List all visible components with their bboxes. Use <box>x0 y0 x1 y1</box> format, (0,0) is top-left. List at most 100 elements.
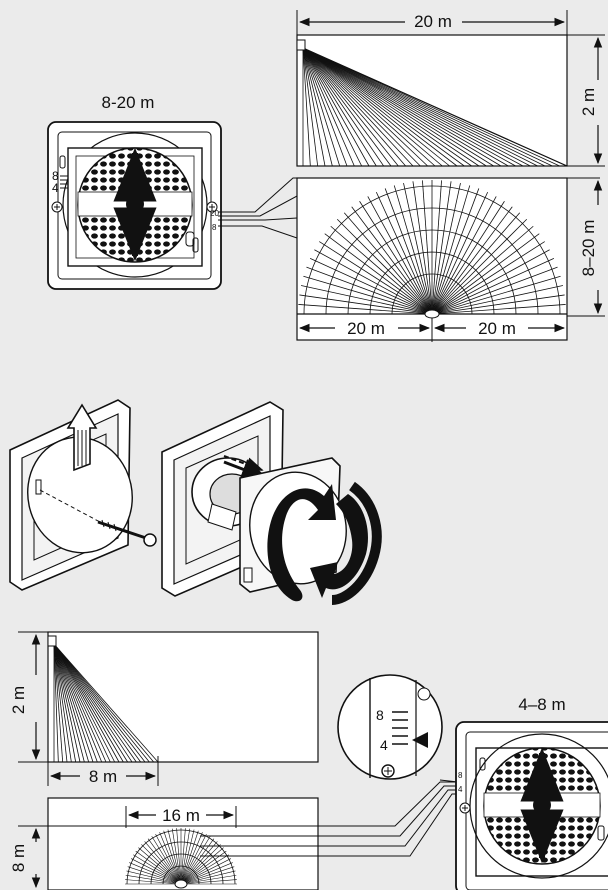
detection-ray <box>53 643 77 763</box>
lens-center-dot <box>126 195 144 213</box>
detection-ray <box>302 47 399 167</box>
detection-ray <box>302 47 443 167</box>
width-label-side-bottom: 8 m <box>89 767 117 786</box>
detection-ray <box>53 643 129 763</box>
detection-ray <box>180 874 237 885</box>
detection-ray <box>302 47 370 167</box>
svg-text:20: 20 <box>210 209 219 218</box>
detection-ray <box>431 201 505 315</box>
detection-arc <box>303 185 561 315</box>
detection-ray <box>412 181 433 315</box>
detection-ray <box>138 847 182 885</box>
detection-ray <box>53 643 111 763</box>
detection-ray <box>302 47 406 167</box>
detection-ray <box>302 47 319 167</box>
screw-icon <box>459 802 471 814</box>
screw-icon <box>51 201 63 213</box>
detection-ray <box>176 828 182 885</box>
top-section: 8-20 m 8 4 <box>47 10 605 342</box>
detection-ray <box>302 47 436 167</box>
depth-label-bottom: 8 m <box>9 844 28 872</box>
svg-text:4: 4 <box>52 181 59 195</box>
connector-lines-bottom <box>48 781 458 857</box>
detection-ray <box>53 643 159 763</box>
detection-ray <box>180 879 237 885</box>
detection-arc <box>150 853 212 885</box>
detection-ray <box>302 47 326 167</box>
detection-ray <box>302 47 333 167</box>
detection-ray <box>431 180 442 315</box>
detection-ray <box>302 47 414 167</box>
detection-ray <box>302 47 465 167</box>
detection-ray <box>431 196 497 315</box>
svg-text:8: 8 <box>212 223 217 232</box>
height-label-side-bottom: 2 m <box>9 686 28 714</box>
detection-ray <box>180 832 203 885</box>
detection-ray <box>53 643 81 763</box>
detection-ray <box>53 643 150 763</box>
svg-text:4: 4 <box>380 737 388 753</box>
detection-ray <box>319 241 433 315</box>
detection-ray <box>302 47 450 167</box>
detection-ray <box>343 212 433 315</box>
detection-ray <box>302 47 524 167</box>
detection-ray <box>180 836 211 885</box>
detection-ray <box>324 233 433 315</box>
side-view-top: 20 m 2 m <box>296 10 605 167</box>
detection-ray <box>151 836 182 885</box>
detection-ray <box>431 275 561 315</box>
detection-ray <box>180 866 235 885</box>
detection-arc <box>126 829 236 885</box>
detection-ray <box>302 47 472 167</box>
detection-ray <box>126 870 182 885</box>
detection-ray <box>302 47 553 167</box>
detection-ray <box>129 862 182 885</box>
detection-ray <box>314 249 433 315</box>
detection-ray <box>53 643 154 763</box>
detection-ray <box>302 47 377 167</box>
detection-ray <box>53 643 59 763</box>
detection-arc <box>369 251 495 315</box>
range-label-bottom: 4–8 m <box>518 695 565 714</box>
detection-ray <box>167 829 182 885</box>
detection-ray <box>431 181 452 315</box>
detection-ray <box>53 643 64 763</box>
detection-ray <box>431 218 528 315</box>
detection-ray <box>53 643 68 763</box>
step-remove-cover <box>9 399 157 591</box>
detection-ray <box>180 850 227 885</box>
sensor-module-top: 8 4 20 8 <box>47 121 222 290</box>
detection-ray <box>302 47 516 167</box>
detection-ray <box>180 830 199 885</box>
detection-ray <box>125 874 182 885</box>
top-view-top: 20 m 20 m 8–20 m <box>296 177 605 342</box>
detection-ray <box>302 47 421 167</box>
detection-ray <box>133 854 182 885</box>
detection-ray <box>180 828 191 885</box>
detection-ray <box>180 844 221 885</box>
width-label-top-bottom: 16 m <box>162 806 200 825</box>
zoom-detail-circle: 8 4 <box>337 674 459 783</box>
detection-ray <box>431 182 461 315</box>
detection-ray <box>431 266 558 315</box>
detection-rays-side-bottom <box>53 643 159 763</box>
detection-ray <box>393 185 433 315</box>
detection-ray <box>53 643 98 763</box>
detection-ray <box>53 643 103 763</box>
right-width-label-top: 20 m <box>478 319 516 338</box>
svg-text:8: 8 <box>376 707 384 723</box>
detection-arc <box>347 229 517 315</box>
detection-ray <box>53 643 124 763</box>
detection-ray <box>125 879 182 885</box>
detection-arc <box>391 273 473 315</box>
detection-ray <box>431 212 521 315</box>
detection-ray <box>431 304 566 315</box>
detection-ray <box>431 294 565 315</box>
detection-ray <box>171 828 182 885</box>
screw-icon <box>206 201 218 213</box>
detection-ray <box>303 275 433 315</box>
screw-icon <box>97 519 157 547</box>
detection-ray <box>302 47 531 167</box>
height-label-side-top: 2 m <box>579 88 598 116</box>
